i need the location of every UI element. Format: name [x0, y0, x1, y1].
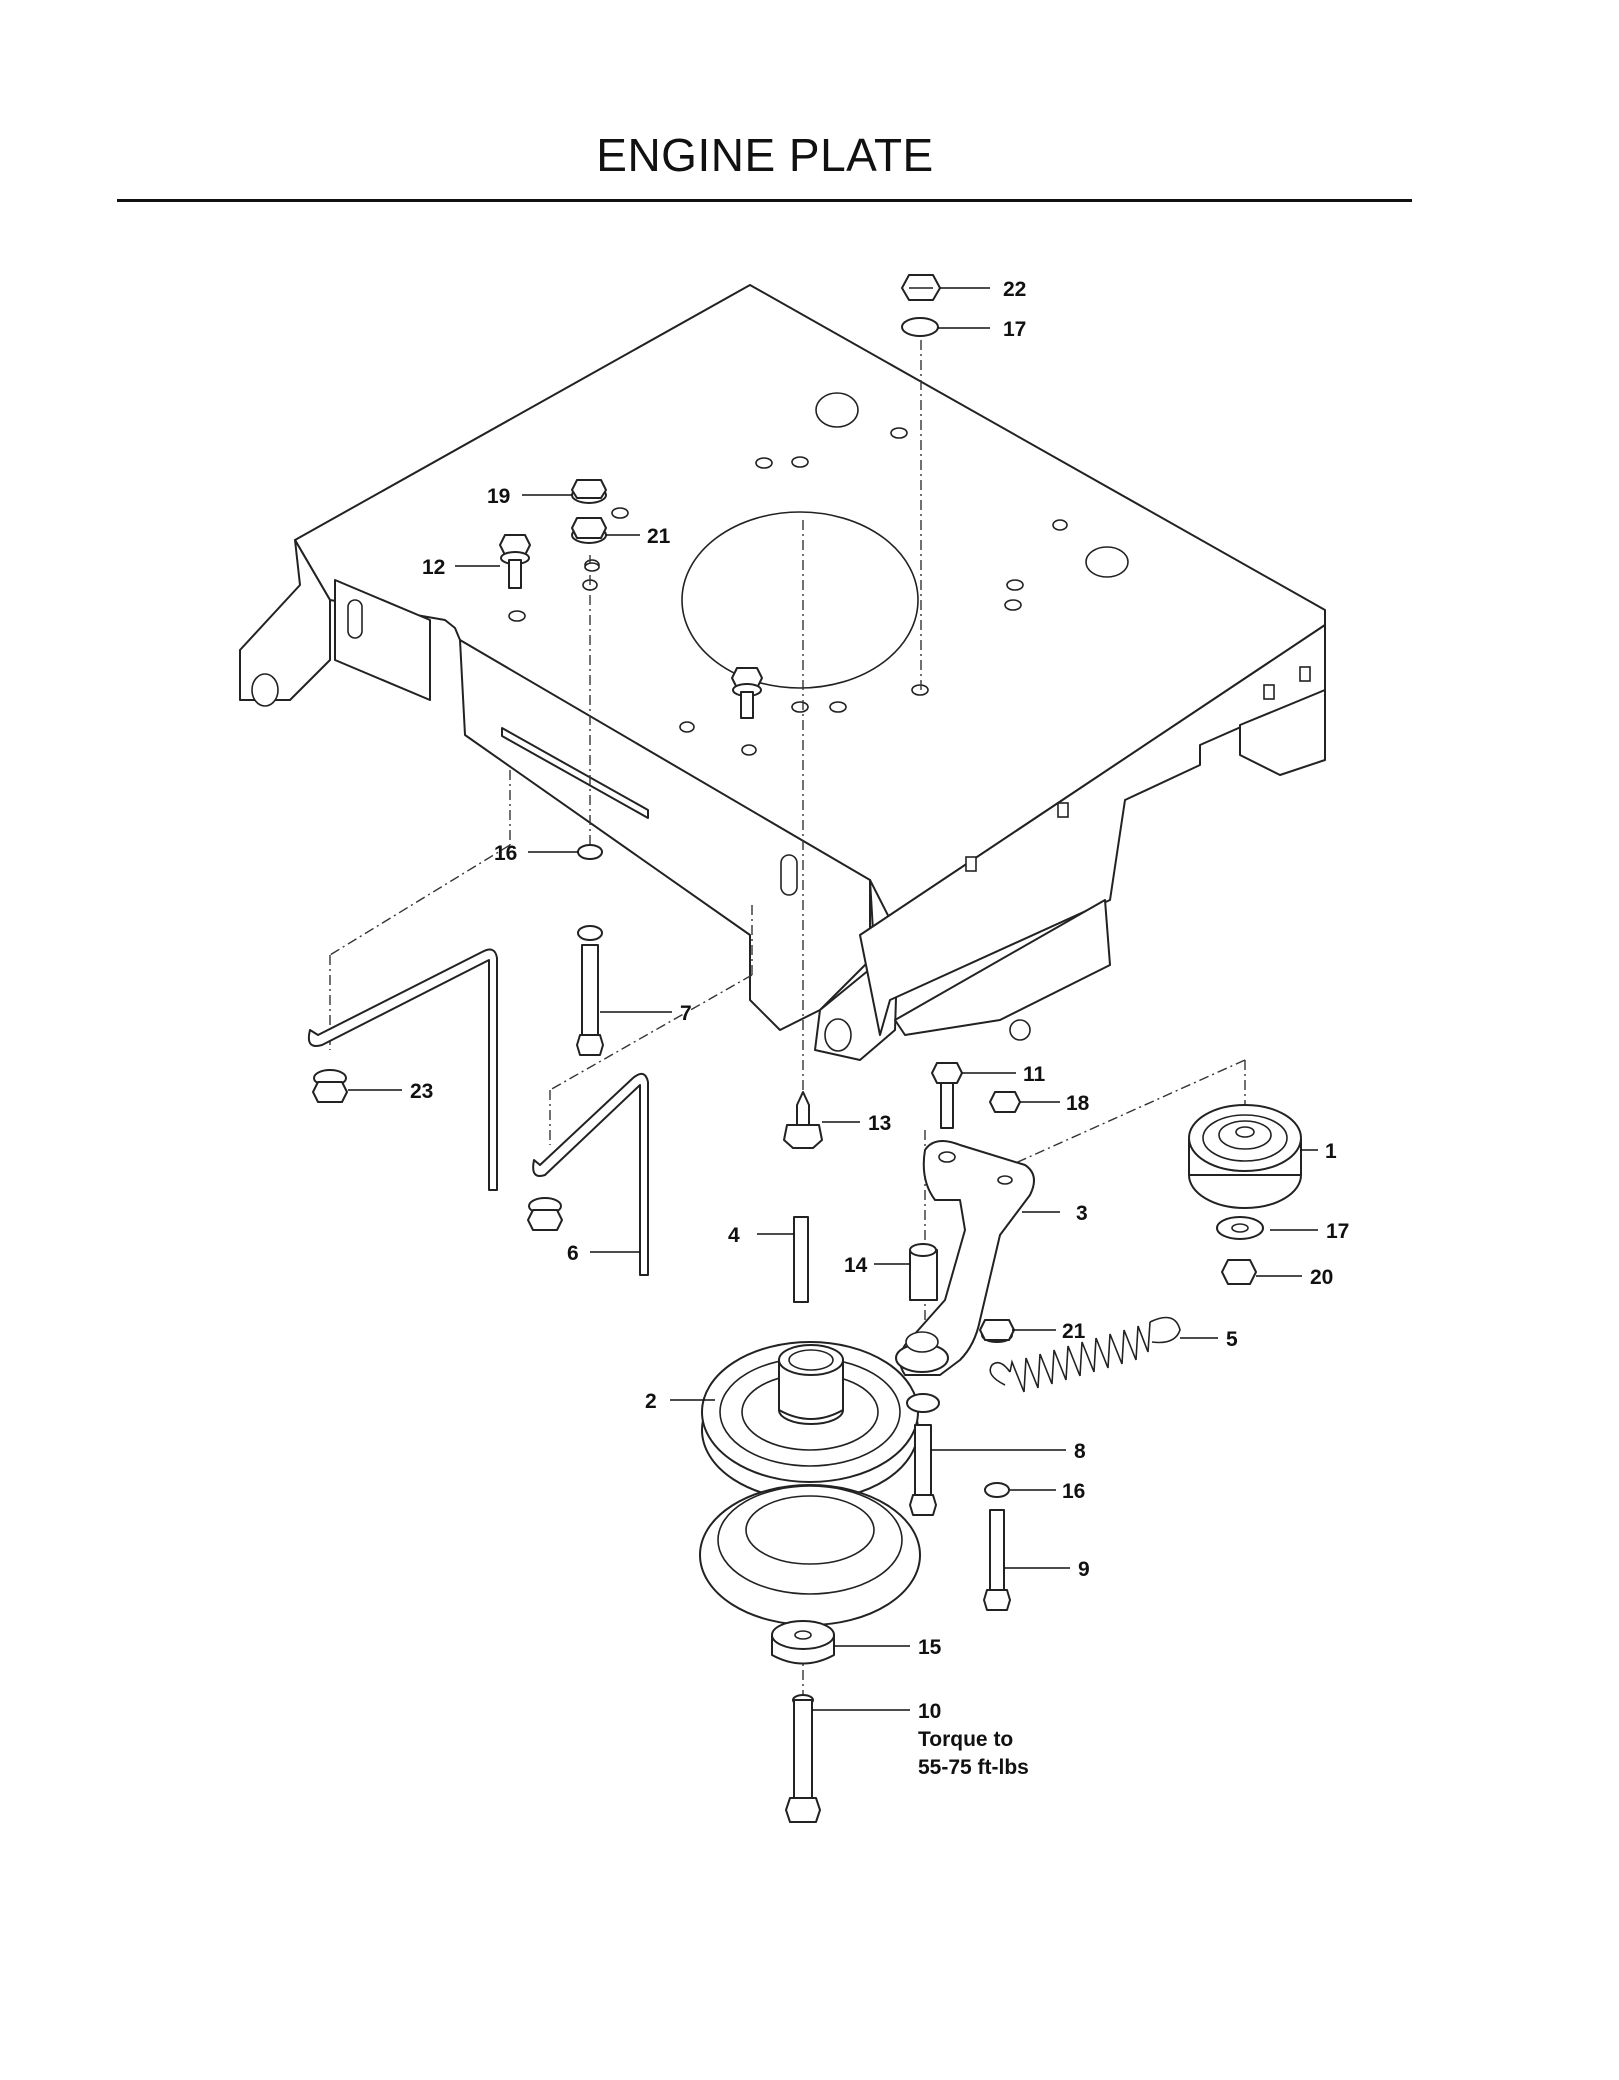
hex-nut-18	[989, 1091, 1021, 1113]
callout-15: 15	[918, 1636, 942, 1659]
torque-note-line-2: 55-75 ft-lbs	[918, 1756, 1029, 1779]
hex-nut-22	[901, 274, 941, 301]
callout-2: 2	[645, 1390, 657, 1413]
callout-21-lower: 21	[1062, 1320, 1086, 1343]
washer-17-top	[901, 317, 939, 337]
callout-20: 20	[1310, 1266, 1333, 1289]
bolt-10	[785, 1694, 821, 1823]
double-pulley-2	[699, 1341, 921, 1626]
flange-bolt-center	[731, 667, 763, 719]
callout-9: 9	[1078, 1558, 1090, 1581]
control-rod-left	[307, 948, 498, 1191]
callout-13: 13	[868, 1112, 891, 1135]
flange-nut-23	[312, 1069, 348, 1103]
stud-13	[783, 1091, 823, 1149]
callout-4: 4	[728, 1224, 740, 1247]
control-rod-6	[532, 1072, 649, 1276]
callout-11: 11	[1023, 1063, 1046, 1086]
callout-3: 3	[1076, 1202, 1088, 1225]
page-title: ENGINE PLATE	[596, 129, 934, 181]
callout-8: 8	[1074, 1440, 1086, 1463]
hex-nut-20	[1221, 1259, 1257, 1285]
callout-21-top: 21	[647, 525, 671, 548]
callout-17-top: 17	[1003, 318, 1026, 341]
callout-16-lower: 16	[1062, 1480, 1085, 1503]
flange-bolt-12	[499, 534, 531, 589]
callout-23: 23	[410, 1080, 433, 1103]
flange-nut-19	[571, 479, 607, 504]
callout-7: 7	[680, 1002, 692, 1025]
leader-lines	[348, 287, 1318, 1711]
callout-12: 12	[422, 556, 445, 579]
idler-pulley-1	[1188, 1104, 1302, 1209]
callout-6: 6	[567, 1242, 579, 1265]
idler-arm-hole-2	[997, 1175, 1013, 1185]
key-4	[793, 1216, 809, 1303]
washer-17-right	[1216, 1216, 1264, 1240]
callout-16-left: 16	[494, 842, 517, 865]
shoulder-bolt-7	[576, 925, 604, 1056]
arm-bushing	[895, 1331, 949, 1373]
flange-nut-21-lower	[979, 1319, 1015, 1343]
bolt-11	[931, 1062, 963, 1129]
spacer-15	[771, 1620, 835, 1665]
torque-note-line-1: Torque to	[918, 1728, 1013, 1751]
bolt-9	[983, 1509, 1011, 1611]
engine-plate	[239, 284, 1326, 1061]
idler-arm-3	[899, 1140, 1035, 1376]
flange-nut-6	[527, 1197, 563, 1231]
washer-16-left	[577, 844, 603, 860]
washer-arm	[906, 1393, 940, 1413]
callout-14: 14	[844, 1254, 868, 1277]
extension-spring-5	[989, 1316, 1181, 1393]
callout-19: 19	[487, 485, 510, 508]
callout-10: 10	[918, 1700, 941, 1723]
callout-5: 5	[1226, 1328, 1238, 1351]
callout-1: 1	[1325, 1140, 1337, 1163]
callout-18: 18	[1066, 1092, 1090, 1115]
callout-17-right: 17	[1326, 1220, 1349, 1243]
idler-arm-hole	[938, 1151, 956, 1163]
title-divider	[117, 199, 1412, 202]
washer-16-lower	[984, 1482, 1010, 1498]
spacer-14	[909, 1243, 938, 1301]
bolt-8	[909, 1424, 937, 1516]
callout-22: 22	[1003, 278, 1026, 301]
